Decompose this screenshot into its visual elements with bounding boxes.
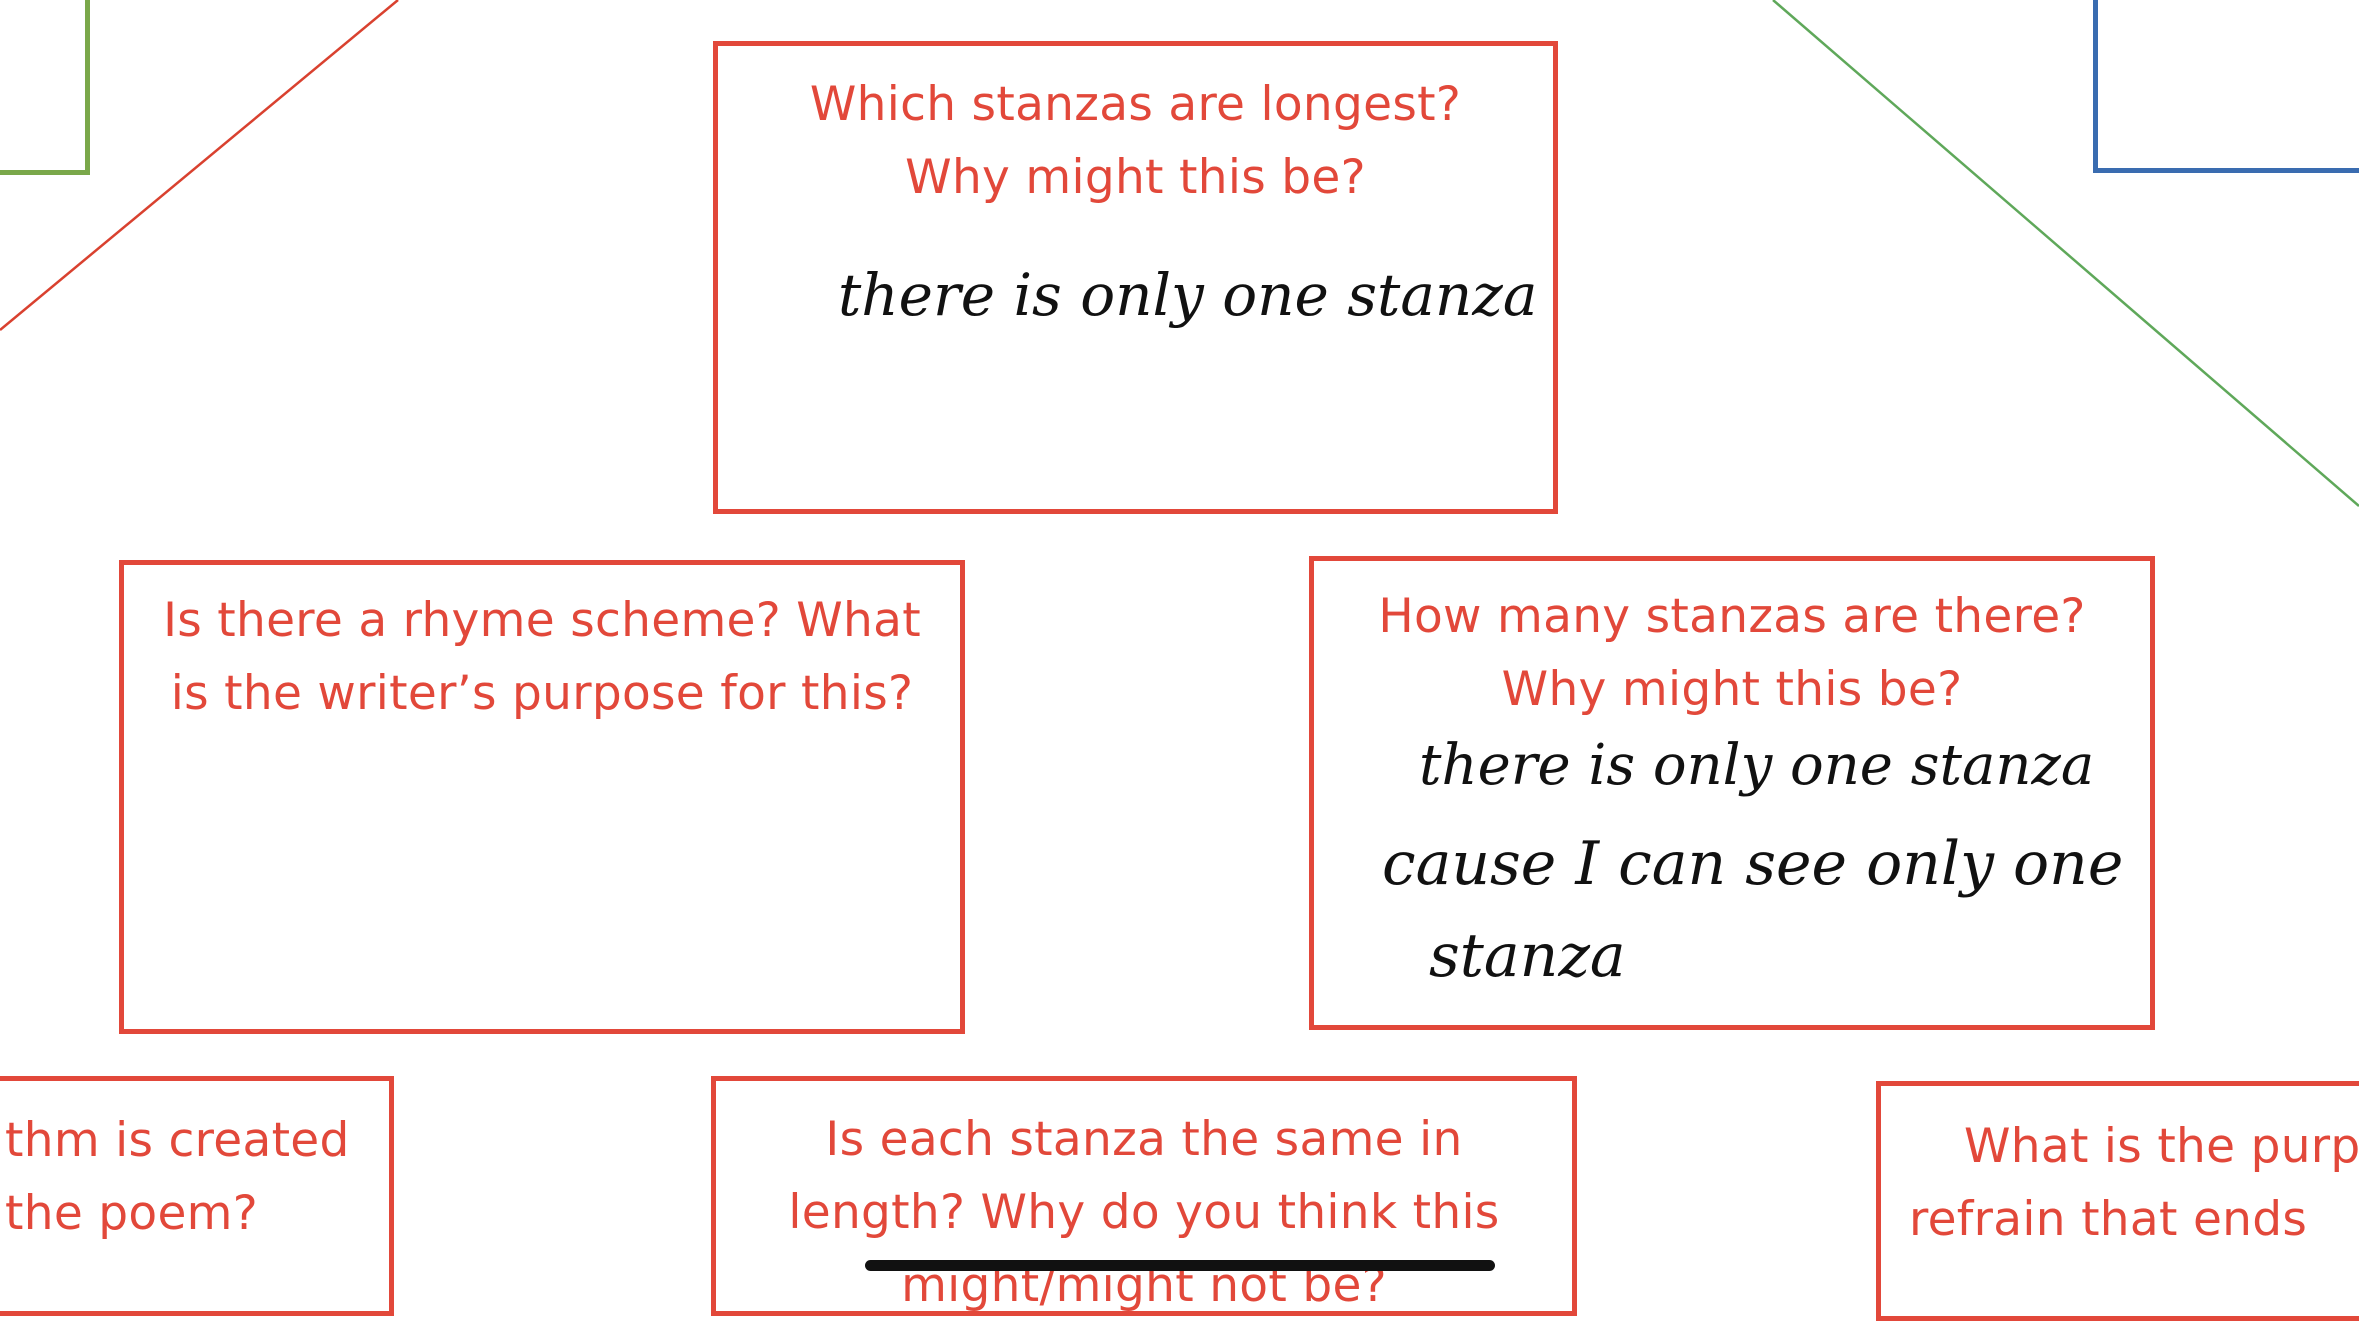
green-frame-partial [0, 0, 90, 175]
question-card-how-many-stanzas: How many stanzas are there? Why might th… [1309, 556, 2155, 1030]
red-connector-line [0, 0, 399, 331]
question-line: is the writer’s purpose for this? [170, 666, 914, 721]
question-text: Is there a rhyme scheme? What is the wri… [124, 584, 960, 730]
question-card-stanza-length: Is each stanza the same in length? Why d… [711, 1076, 1577, 1316]
question-line: Which stanzas are longest? [809, 77, 1462, 132]
question-line: Why might this be? [905, 150, 1366, 205]
handwritten-answer: there is only one stanza [838, 261, 1538, 329]
question-card-rhythm: thm is created the poem? [0, 1076, 394, 1316]
handwritten-answer-line: stanza [1429, 921, 1626, 991]
question-line: refrain that ends [1909, 1192, 2308, 1247]
connector-lines [0, 0, 2359, 507]
question-text: How many stanzas are there? Why might th… [1314, 580, 2150, 726]
handwritten-answer-line: cause I can see only one [1382, 829, 2124, 899]
question-line: What is the purp [1964, 1119, 2359, 1174]
question-text: What is the purp refrain that ends [1909, 1110, 2359, 1256]
question-line: length? Why do you think this [788, 1185, 1500, 1240]
question-line: How many stanzas are there? [1378, 589, 2086, 644]
question-text: Which stanzas are longest? Why might thi… [718, 68, 1553, 214]
question-line: Why might this be? [1501, 662, 1963, 717]
blue-frame-partial [2093, 0, 2359, 173]
green-connector-line [1772, 0, 2359, 507]
question-line: Is each stanza the same in [825, 1112, 1463, 1167]
question-line: Is there a rhyme scheme? What [163, 593, 921, 648]
question-line: the poem? [5, 1186, 259, 1241]
question-card-longest-stanzas: Which stanzas are longest? Why might thi… [713, 41, 1558, 514]
handwritten-answer-line: there is only one stanza [1419, 733, 2095, 798]
question-text: Is each stanza the same in length? Why d… [716, 1103, 1572, 1311]
question-card-refrain: What is the purp refrain that ends [1876, 1081, 2359, 1321]
question-card-rhyme-scheme: Is there a rhyme scheme? What is the wri… [119, 560, 965, 1034]
question-line: thm is created [5, 1113, 350, 1168]
question-text: thm is created the poem? [5, 1104, 389, 1250]
home-indicator-bar[interactable] [865, 1260, 1495, 1271]
